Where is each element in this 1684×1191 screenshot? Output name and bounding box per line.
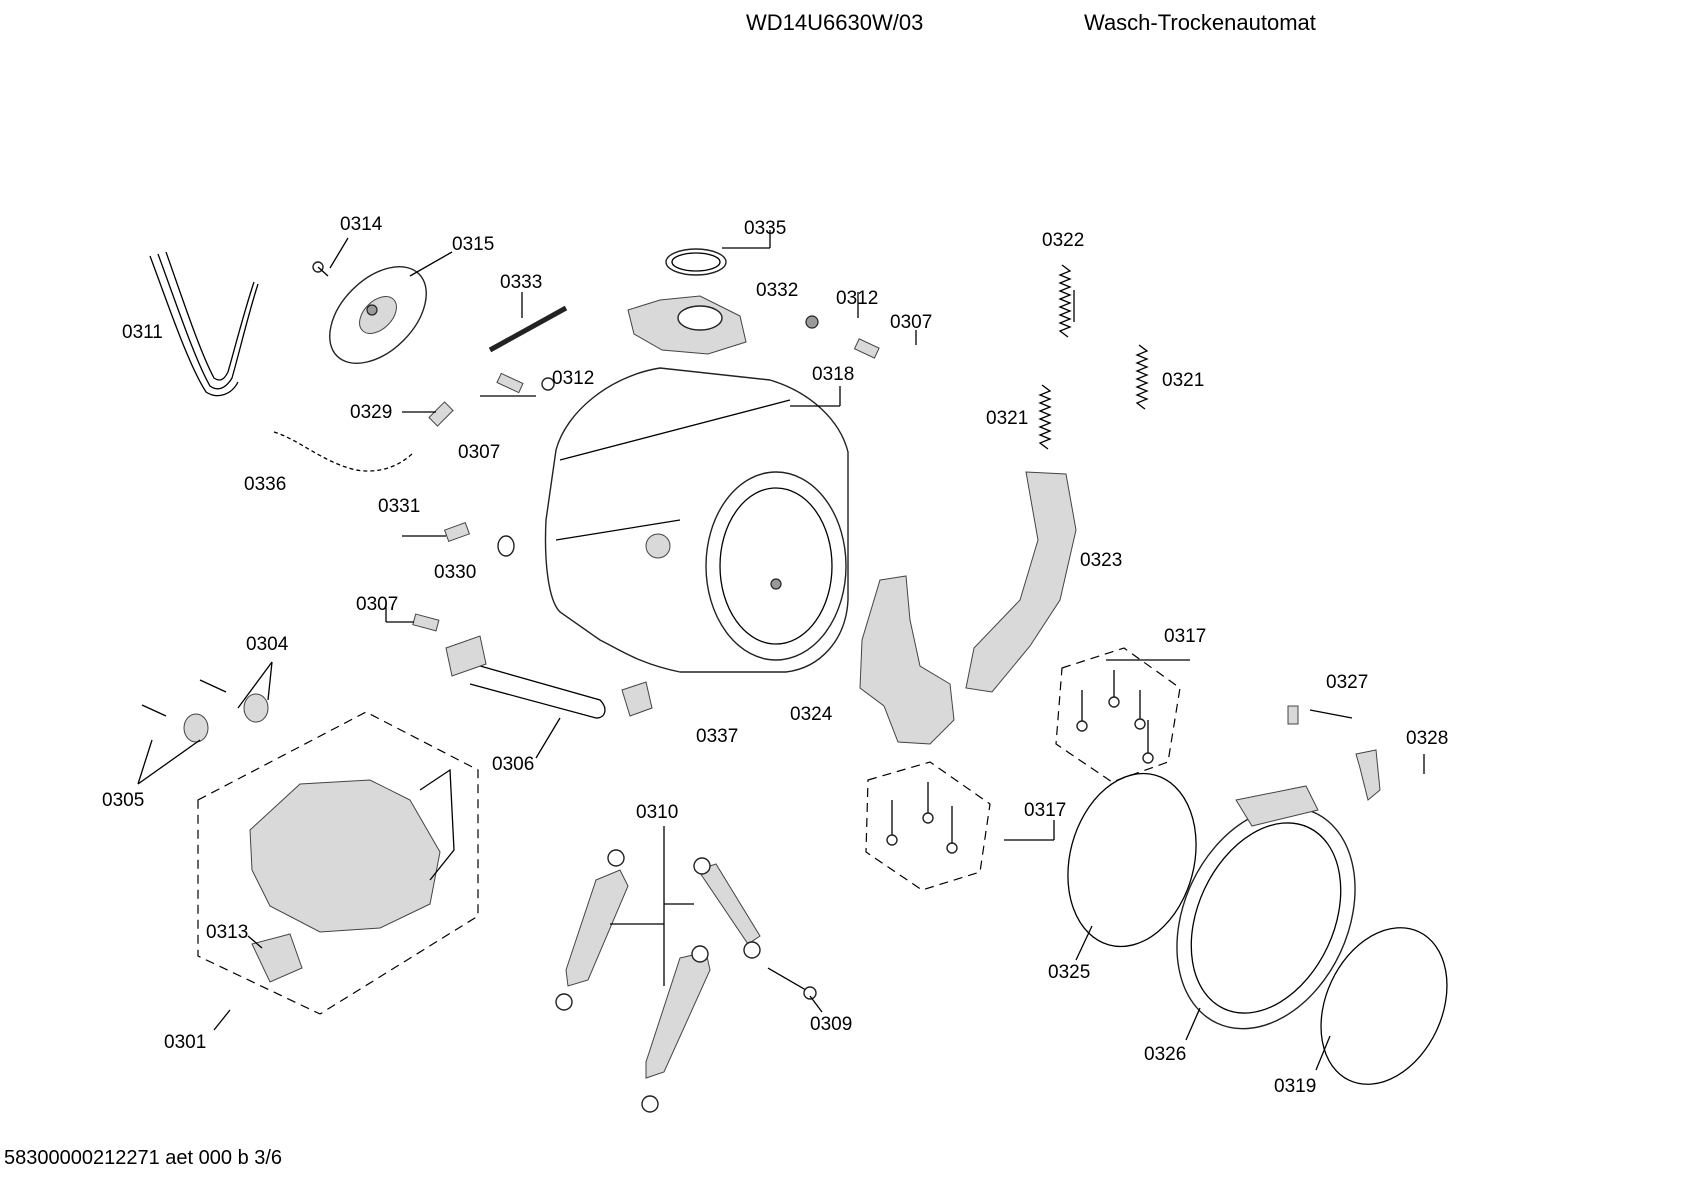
part-door-gasket-ring	[1067, 772, 1197, 948]
part-tub	[544, 367, 849, 673]
callout-label: 0301	[164, 1032, 206, 1053]
callout-label: 0310	[636, 802, 678, 823]
callout-label: 0312	[836, 288, 878, 309]
leader-lines	[137, 230, 1425, 1071]
part-door-frame	[1176, 785, 1356, 1030]
part-mount-brackets	[859, 471, 1077, 745]
callout-label: 0304	[246, 634, 289, 655]
document-reference: 58300000212271 aet 000 b 3/6	[4, 1147, 283, 1169]
callout-label: 0315	[452, 234, 494, 255]
callout-label: 0321	[1162, 370, 1204, 391]
callout-label: 0319	[1274, 1076, 1316, 1097]
callout-label: 0322	[1042, 230, 1084, 251]
part-foot-screws-set-lower	[865, 761, 991, 891]
part-drive-belt	[149, 251, 259, 397]
callout-label: 0311	[122, 322, 163, 343]
callout-label: 0317	[1164, 626, 1206, 647]
part-springs	[1038, 264, 1149, 450]
callout-label: 0307	[356, 594, 398, 615]
callout-label: 0306	[492, 754, 534, 775]
part-heating-element	[445, 635, 606, 719]
callout-label: 0321	[986, 408, 1028, 429]
callout-label: 0324	[790, 704, 833, 725]
callout-label: 0317	[1024, 800, 1066, 821]
part-rod	[488, 305, 568, 353]
part-pulley-wheel	[329, 266, 427, 364]
part-seal-ring	[665, 248, 727, 276]
callout-label: 0330	[434, 562, 476, 583]
part-shock-absorbers	[555, 849, 761, 1113]
part-small-clips	[621, 681, 1381, 801]
callout-label: 0312	[552, 368, 594, 389]
part-washer-ring	[497, 535, 515, 557]
callout-label: 0331	[378, 496, 420, 517]
callout-label: 0332	[756, 280, 798, 301]
callout-labels: 0311 0314 0315 0333 0335 0332 0312 0307 …	[102, 214, 1448, 1097]
part-foot-screws-set-upper	[1055, 647, 1181, 783]
part-screws	[141, 679, 817, 1000]
callout-label: 0314	[340, 214, 383, 235]
callout-label: 0329	[350, 402, 392, 423]
callout-label: 0307	[458, 442, 500, 463]
model-number: WD14U6630W/03	[746, 10, 924, 35]
part-sensor-connector	[412, 338, 880, 632]
callout-label: 0309	[810, 1014, 852, 1035]
callout-label: 0326	[1144, 1044, 1186, 1065]
part-small-nut	[541, 315, 819, 391]
callout-label: 0307	[890, 312, 932, 333]
appliance-description: Wasch-Trockenautomat	[1084, 10, 1316, 35]
part-motor	[197, 711, 479, 1015]
callout-label: 0327	[1326, 672, 1368, 693]
callout-label: 0305	[102, 790, 144, 811]
callout-label: 0333	[500, 272, 542, 293]
callout-label: 0328	[1406, 728, 1448, 749]
callout-label: 0323	[1080, 550, 1122, 571]
callout-label: 0337	[696, 726, 738, 747]
part-pulley-screw	[312, 261, 329, 277]
callout-label: 0335	[744, 218, 786, 239]
callout-label: 0325	[1048, 962, 1090, 983]
part-door-glass-ring	[1320, 927, 1448, 1085]
part-hose	[273, 431, 415, 472]
callout-label: 0336	[244, 474, 286, 495]
callout-label: 0318	[812, 364, 854, 385]
part-detergent-inlet	[627, 295, 747, 355]
callout-label: 0313	[206, 922, 248, 943]
